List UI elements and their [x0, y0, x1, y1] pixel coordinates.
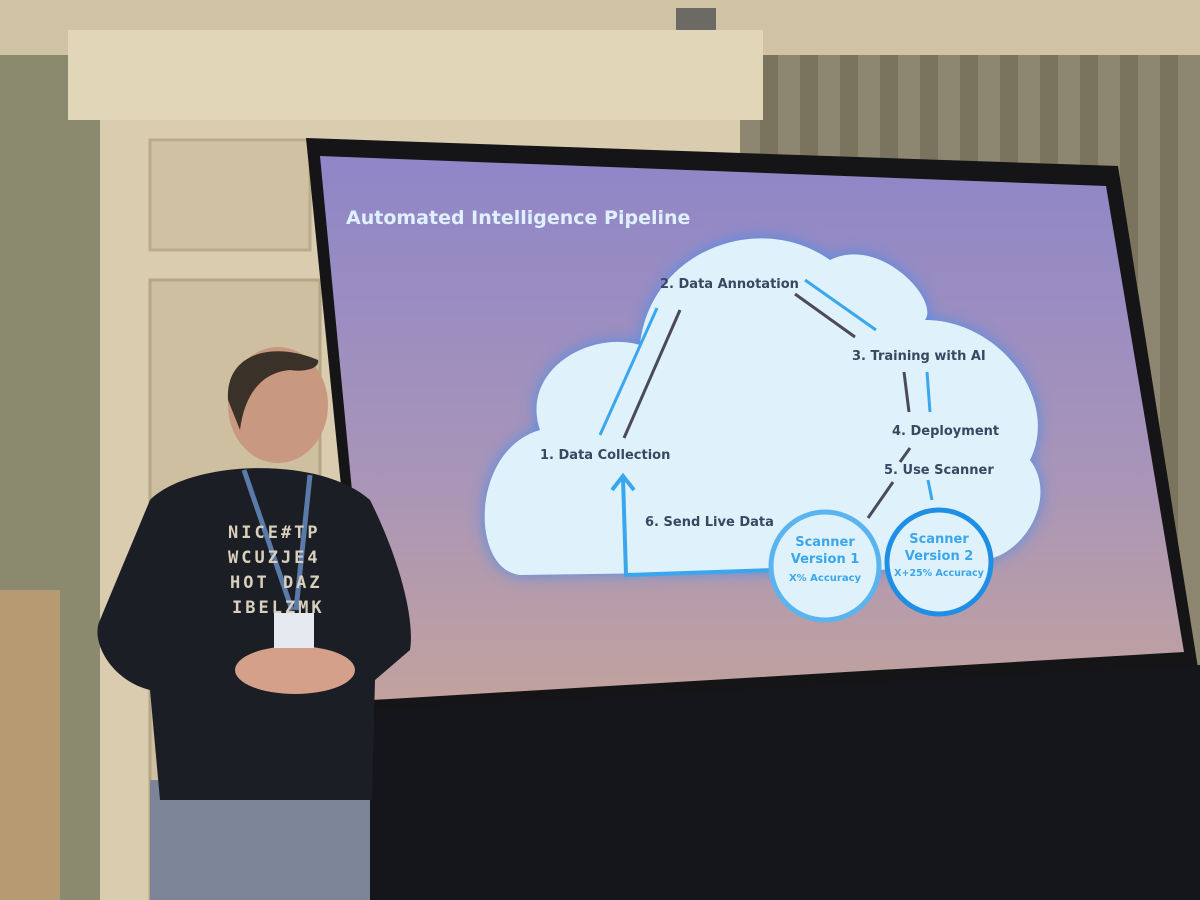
scanner-version-1: Scanner Version 1 X% Accuracy	[768, 509, 882, 623]
presenter-hands	[235, 646, 355, 694]
shirt-letters: NICE#TP WCUZJE4 HOT DAZ IBELZMK	[228, 523, 325, 618]
arrow-6-loop	[621, 477, 776, 578]
shirt-line: IBELZMK	[232, 598, 325, 618]
stage-skirt	[355, 665, 1200, 900]
scanner-2-accuracy: X+25% Accuracy	[894, 568, 984, 579]
step-1-label: 1. Data Collection	[540, 448, 670, 463]
scanner-2-line2: Version 2	[905, 549, 974, 564]
step-6-label: 6. Send Live Data	[645, 515, 774, 530]
scanner-version-2: Scanner Version 2 X+25% Accuracy	[884, 507, 994, 617]
scanner-1-line2: Version 1	[791, 552, 860, 567]
arrow-1-2-dark	[622, 309, 682, 439]
presenter: NICE#TP WCUZJE4 HOT DAZ IBELZMK	[97, 347, 411, 900]
arrow-6-head	[610, 472, 636, 492]
shirt-line: HOT DAZ	[230, 573, 323, 593]
arrow-2-3-dark	[794, 292, 856, 339]
scanner-2-line1: Scanner	[909, 532, 969, 547]
step-5-label: 5. Use Scanner	[884, 463, 994, 478]
door-panel	[148, 138, 312, 252]
flow-arrows	[598, 278, 934, 578]
presenter-hair	[227, 351, 319, 430]
arrow-3-4-blue	[925, 371, 932, 413]
arrow-5-v2-blue	[926, 479, 934, 501]
scanner-1-line1: Scanner	[795, 535, 855, 550]
step-2-label: 2. Data Annotation	[660, 277, 799, 292]
presenter-lanyard	[241, 469, 295, 611]
door-header	[68, 30, 763, 120]
scanner-1-accuracy: X% Accuracy	[789, 573, 862, 584]
presenter-hoodie	[97, 468, 411, 800]
arrow-5-v1-dark	[866, 481, 895, 519]
podium	[0, 590, 60, 900]
presenter-lanyard-right	[293, 474, 313, 611]
slide-title: Automated Intelligence Pipeline	[346, 207, 690, 229]
step-3-label: 3. Training with AI	[852, 349, 986, 364]
step-4-label: 4. Deployment	[892, 424, 999, 439]
arrow-4-5-dark	[898, 447, 912, 463]
arrow-1-2-blue	[598, 307, 659, 436]
shirt-line: NICE#TP	[228, 523, 321, 543]
shirt-line: WCUZJE4	[228, 548, 321, 568]
arrow-2-3-blue	[804, 278, 877, 332]
presenter-badge	[274, 613, 314, 648]
arrow-3-4-dark	[902, 371, 911, 413]
